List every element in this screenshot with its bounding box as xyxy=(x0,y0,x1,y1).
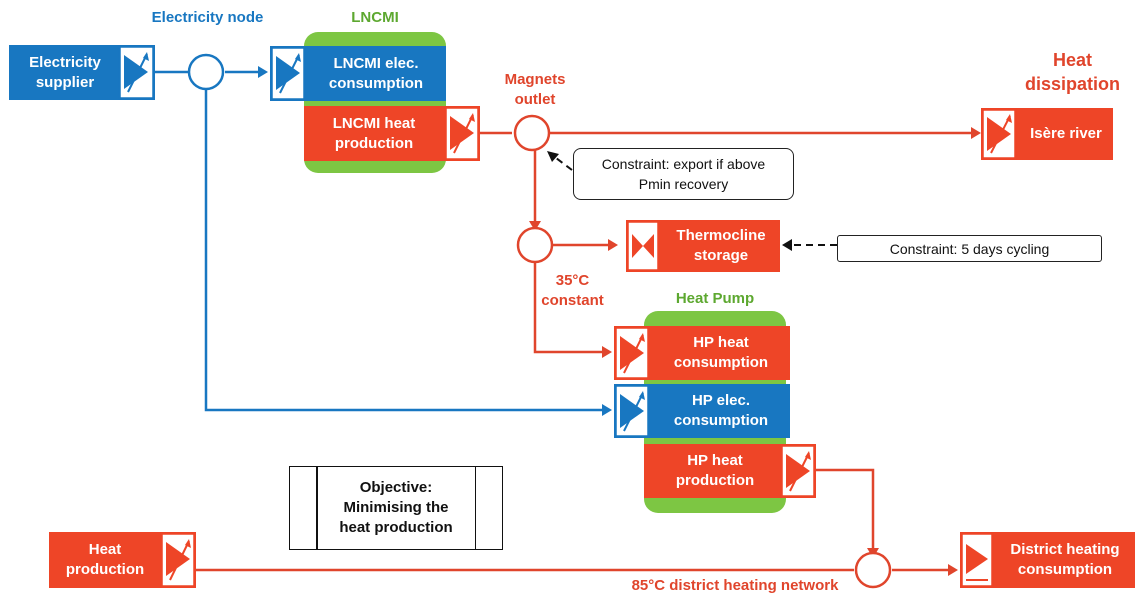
lncmi-title: LNCMI xyxy=(351,9,399,26)
hp-elec-icon xyxy=(614,384,650,438)
cycling-constraint-note: Constraint: 5 days cycling xyxy=(837,235,1102,262)
hp-heat-consumption-label: HP heat consumption xyxy=(673,334,769,371)
district-heating-consumption-icon xyxy=(960,532,994,588)
lncmi-elec-icon xyxy=(270,46,306,101)
temperature-35-label: 35°C constant xyxy=(541,272,604,309)
district-heating-consumption-label: District heating consumption xyxy=(1010,541,1120,578)
thermocline-storage-label: Thermocline storage xyxy=(676,227,766,264)
magnets-outlet-node xyxy=(513,114,551,152)
storage-node xyxy=(516,226,554,264)
heat-production-icon xyxy=(160,532,196,588)
lncmi-elec-consumption-label: LNCMI elec. consumption xyxy=(328,54,424,92)
district-heating-node xyxy=(854,551,892,589)
isere-river-icon xyxy=(981,108,1017,160)
electricity-supplier-icon xyxy=(118,45,155,100)
electricity-supplier-label: Electricity supplier xyxy=(29,53,101,91)
magnets-outlet-label: Magnets outlet xyxy=(504,71,566,108)
heat-pump-title: Heat Pump xyxy=(675,290,755,307)
heat-production-label: Heat production xyxy=(65,541,145,578)
lncmi-heat-icon xyxy=(444,106,480,161)
hp-heat-production-label: HP heat production xyxy=(675,452,755,489)
district-heating-network-label: 85°C district heating network xyxy=(631,577,839,594)
isere-river-label: Isère river xyxy=(1030,125,1102,142)
objective-box: Objective: Minimising the heat productio… xyxy=(289,466,503,550)
lncmi-heat-production-label: LNCMI heat production xyxy=(332,114,416,152)
storage-icon xyxy=(626,220,660,272)
export-constraint-note: Constraint: export if above Pmin recover… xyxy=(573,148,794,200)
hp-elec-consumption-label: HP elec. consumption xyxy=(673,392,769,429)
thermocline-storage-box: Thermocline storage xyxy=(626,220,780,272)
hp-heat-production-icon xyxy=(780,444,816,498)
electricity-node-circle xyxy=(187,53,225,91)
electricity-node-label: Electricity node xyxy=(151,9,264,26)
objective-text: Objective: Minimising the heat productio… xyxy=(339,479,453,536)
hp-heat-consumption-icon xyxy=(614,326,650,380)
heat-dissipation-label: Heat dissipation xyxy=(1024,50,1120,94)
